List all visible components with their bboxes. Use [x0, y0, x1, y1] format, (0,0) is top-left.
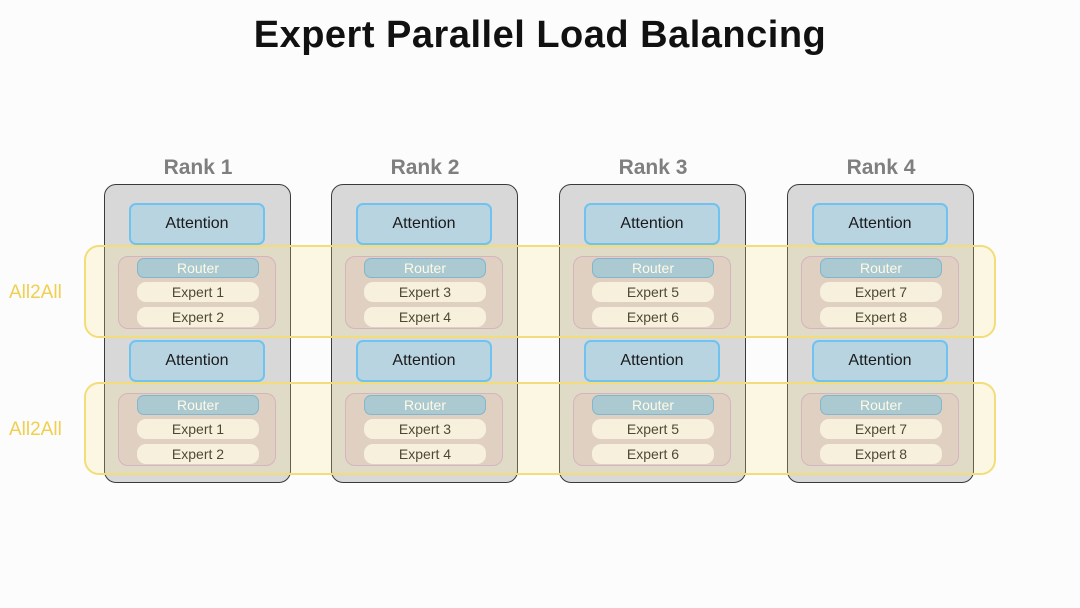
expert-pill: Expert 5	[592, 419, 714, 439]
router-block: Router	[592, 395, 714, 415]
expert-pill: Expert 6	[592, 444, 714, 464]
all2all-label: All2All	[9, 282, 62, 303]
expert-pill: Expert 3	[364, 419, 486, 439]
attention-block: Attention	[812, 340, 948, 382]
router-block: Router	[137, 258, 259, 278]
expert-pill: Expert 3	[364, 282, 486, 302]
all2all-label: All2All	[9, 419, 62, 440]
expert-pill: Expert 2	[137, 444, 259, 464]
expert-pill: Expert 1	[137, 282, 259, 302]
router-block: Router	[364, 258, 486, 278]
attention-block: Attention	[812, 203, 948, 245]
expert-pill: Expert 4	[364, 307, 486, 327]
rank-label: Rank 2	[390, 156, 460, 179]
expert-pill: Expert 1	[137, 419, 259, 439]
expert-pill: Expert 5	[592, 282, 714, 302]
rank-label: Rank 1	[163, 156, 233, 179]
rank-label: Rank 4	[846, 156, 916, 179]
attention-block: Attention	[584, 203, 720, 245]
rank-label: Rank 3	[618, 156, 688, 179]
attention-block: Attention	[356, 340, 492, 382]
expert-pill: Expert 7	[820, 282, 942, 302]
expert-pill: Expert 4	[364, 444, 486, 464]
expert-pill: Expert 8	[820, 444, 942, 464]
expert-pill: Expert 2	[137, 307, 259, 327]
attention-block: Attention	[129, 340, 265, 382]
expert-pill: Expert 7	[820, 419, 942, 439]
router-block: Router	[592, 258, 714, 278]
expert-pill: Expert 8	[820, 307, 942, 327]
router-block: Router	[137, 395, 259, 415]
router-block: Router	[820, 395, 942, 415]
attention-block: Attention	[356, 203, 492, 245]
expert-pill: Expert 6	[592, 307, 714, 327]
attention-block: Attention	[584, 340, 720, 382]
page-title: Expert Parallel Load Balancing	[253, 14, 827, 56]
router-block: Router	[820, 258, 942, 278]
router-block: Router	[364, 395, 486, 415]
attention-block: Attention	[129, 203, 265, 245]
